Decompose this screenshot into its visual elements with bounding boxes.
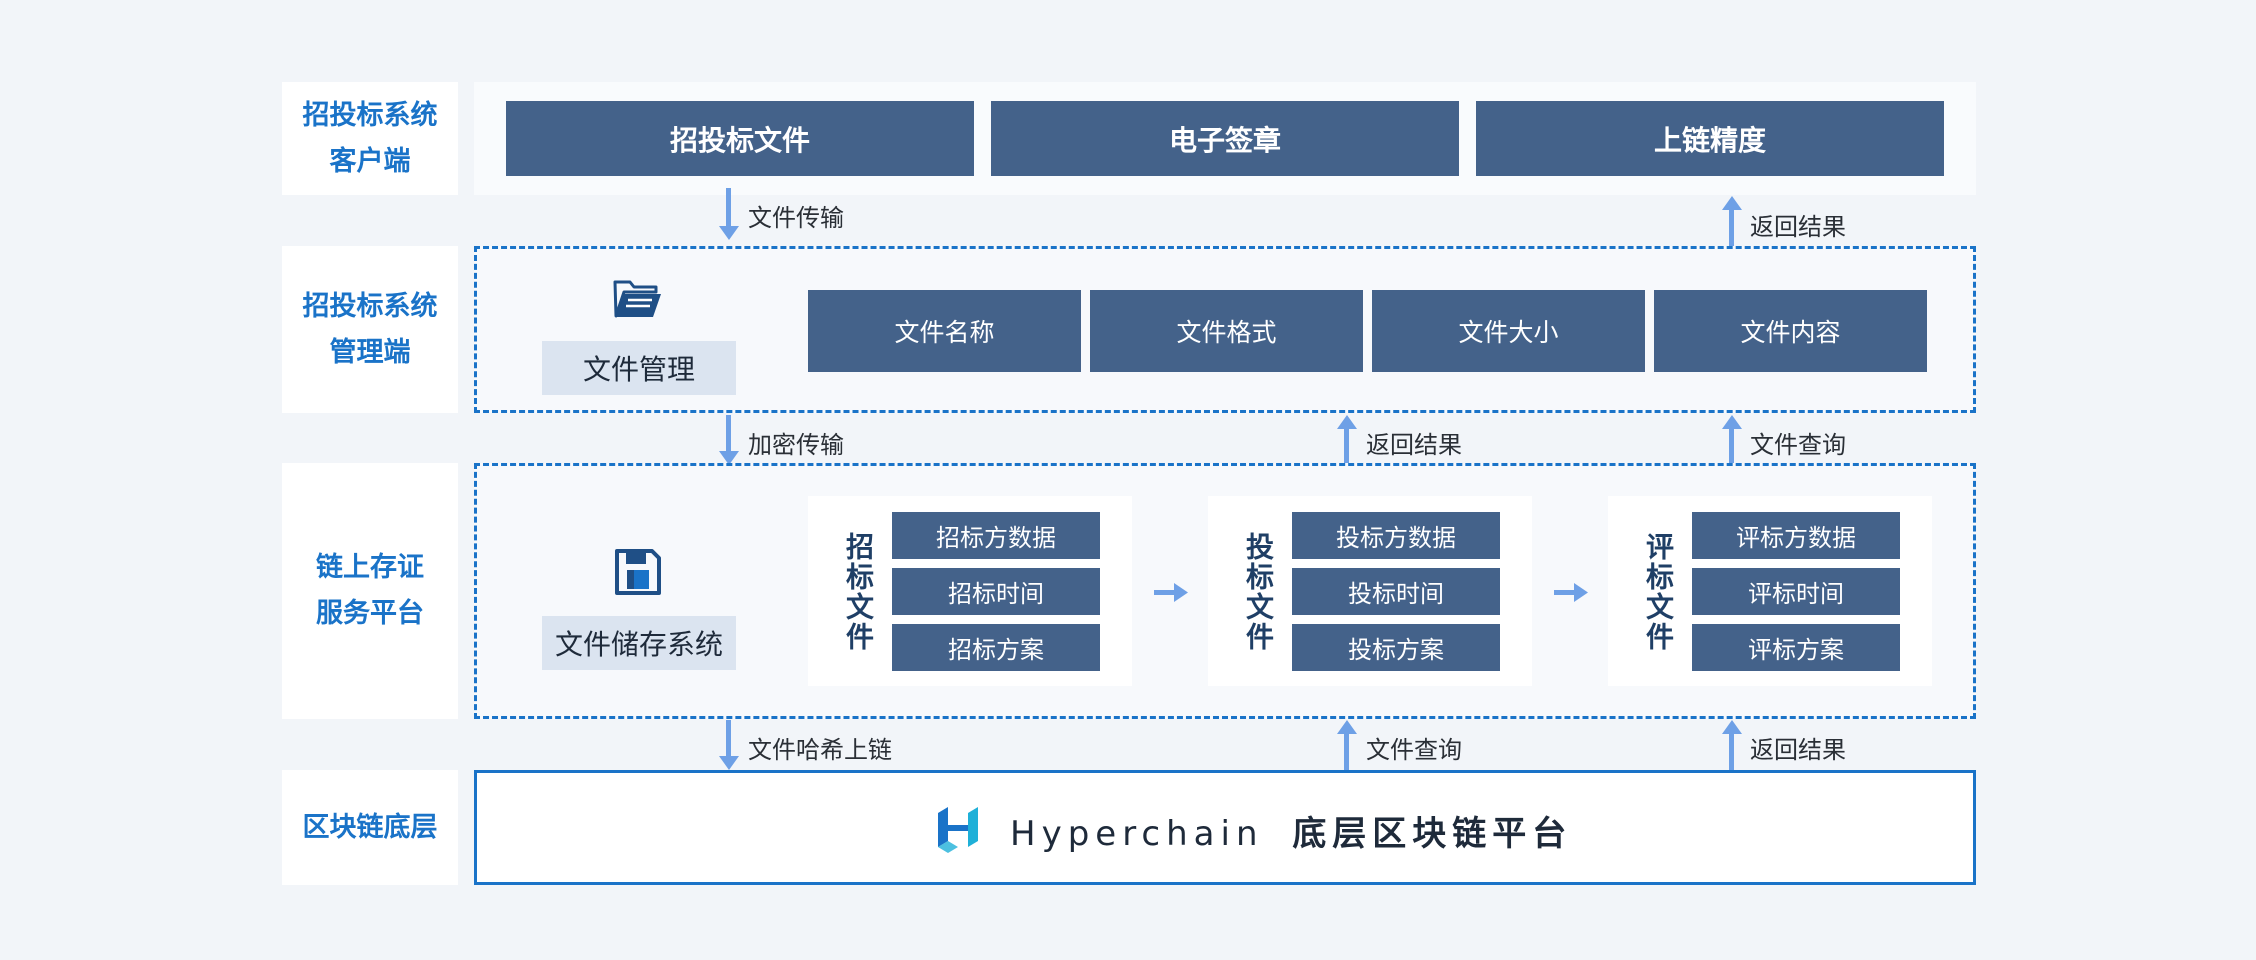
arrow-label-file-query-bottom: 文件查询 xyxy=(1366,736,1462,764)
hyperchain-logo-icon xyxy=(934,801,982,853)
layer-label-platform: 链上存证 服务平台 xyxy=(282,463,458,719)
folder-icon xyxy=(612,276,664,320)
group-item: 投标方数据 xyxy=(1292,512,1500,559)
manage-box-file-size: 文件大小 xyxy=(1372,290,1645,372)
group-item: 投标时间 xyxy=(1292,568,1500,615)
base-platform-title: Hyperchain 底层区块链平台 xyxy=(1010,806,1572,855)
layer-label-line: 招投标系统 xyxy=(302,290,438,322)
arrow-label-file-transfer: 文件传输 xyxy=(748,204,844,232)
arrow-up-file-query-mid xyxy=(1722,415,1742,465)
layer-label-line: 链上存证 xyxy=(316,552,424,583)
group-item: 招标方数据 xyxy=(892,512,1100,559)
group-item: 招标时间 xyxy=(892,568,1100,615)
arrow-up-return-result xyxy=(1722,196,1742,246)
arrow-label-return-result-top: 返回结果 xyxy=(1750,213,1846,241)
layer-label-base: 区块链底层 xyxy=(282,770,458,885)
arrow-up-file-query-bottom xyxy=(1337,720,1357,770)
client-box-chain-precision: 上链精度 xyxy=(1476,101,1944,176)
layer-label-manage: 招投标系统 管理端 xyxy=(282,246,458,413)
file-storage-system-label: 文件储存系统 xyxy=(542,616,736,670)
group-item: 投标方案 xyxy=(1292,624,1500,671)
layer-label-line: 区块链底层 xyxy=(302,811,438,843)
file-management-label: 文件管理 xyxy=(542,341,736,395)
group-title-evaluation-files: 评标文件 xyxy=(1642,532,1675,652)
group-item: 评标时间 xyxy=(1692,568,1900,615)
floppy-disk-icon xyxy=(614,548,662,596)
arrow-label-encrypted-transfer: 加密传输 xyxy=(748,431,844,459)
layer-label-line: 管理端 xyxy=(329,336,411,368)
manage-box-file-format: 文件格式 xyxy=(1090,290,1363,372)
base-panel xyxy=(474,770,1976,885)
layer-label-line: 服务平台 xyxy=(316,598,424,629)
arrow-label-hash-onchain: 文件哈希上链 xyxy=(748,736,892,764)
group-item: 评标方案 xyxy=(1692,624,1900,671)
group-item: 评标方数据 xyxy=(1692,512,1900,559)
arrow-label-return-result-bottom: 返回结果 xyxy=(1750,736,1846,764)
base-brand: Hyperchain xyxy=(1010,814,1264,854)
layer-label-client: 招投标系统 客户端 xyxy=(282,82,458,195)
arrow-down-hash-onchain xyxy=(719,720,739,772)
client-box-bidding-files: 招投标文件 xyxy=(506,101,974,176)
arrow-down-encrypted-transfer xyxy=(719,415,739,465)
layer-label-line: 招投标系统 xyxy=(302,99,438,131)
client-box-e-signature: 电子签章 xyxy=(991,101,1459,176)
manage-box-file-content: 文件内容 xyxy=(1654,290,1927,372)
manage-box-file-name: 文件名称 xyxy=(808,290,1081,372)
arrow-label-file-query-mid: 文件查询 xyxy=(1750,431,1846,459)
arrow-down-file-transfer xyxy=(719,188,739,240)
group-item: 招标方案 xyxy=(892,624,1100,671)
layer-label-line: 客户端 xyxy=(329,145,411,177)
base-title: 底层区块链平台 xyxy=(1292,814,1573,854)
arrow-up-return-result-mid xyxy=(1337,415,1357,465)
group-title-tender-files: 投标文件 xyxy=(1242,532,1275,652)
arrow-right-icon xyxy=(1554,582,1590,602)
group-title-bidding-files: 招标文件 xyxy=(842,532,875,652)
arrow-right-icon xyxy=(1154,582,1190,602)
arrow-label-return-result-mid: 返回结果 xyxy=(1366,431,1462,459)
arrow-up-return-result-bottom xyxy=(1722,720,1742,770)
